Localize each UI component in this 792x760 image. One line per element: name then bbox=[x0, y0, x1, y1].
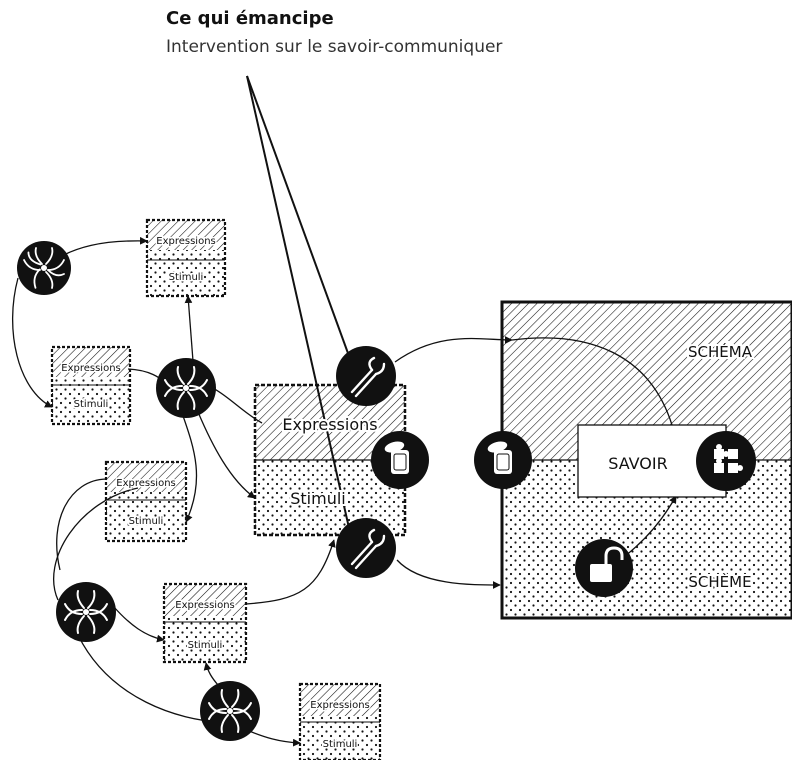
box-expressions-label: Expressions bbox=[156, 236, 216, 247]
box-expressions-label: Expressions bbox=[61, 363, 121, 374]
central-expressions-label: Expressions bbox=[282, 415, 377, 434]
central-box: Expressions Stimuli bbox=[253, 383, 407, 537]
box-stimuli-label: Stimuli bbox=[323, 739, 358, 750]
swirl-icon bbox=[156, 358, 216, 418]
box-expressions-label: Expressions bbox=[175, 600, 235, 611]
savoir-label: SAVOIR bbox=[608, 454, 667, 473]
swirl-icon bbox=[17, 241, 71, 295]
small-box-2: Expressions Stimuli bbox=[50, 345, 132, 426]
box-expressions-label: Expressions bbox=[116, 478, 176, 489]
can-icon bbox=[371, 431, 429, 489]
savoir-box: SAVOIR bbox=[577, 424, 727, 498]
diagram-title: Ce qui émancipe bbox=[166, 8, 334, 29]
small-box-1: Expressions Stimuli bbox=[145, 218, 227, 298]
scheme-label: SCHÈME bbox=[688, 572, 751, 591]
open-padlock-icon bbox=[575, 539, 633, 597]
puzzle-icon bbox=[696, 431, 756, 491]
pliers-icon bbox=[336, 346, 396, 406]
small-box-4: Expressions Stimuli bbox=[162, 582, 248, 664]
small-box-3: Expressions Stimuli bbox=[104, 460, 188, 543]
box-expressions-label: Expressions bbox=[310, 700, 370, 711]
central-stimuli-label: Stimuli bbox=[290, 489, 346, 508]
swirl-icon bbox=[200, 681, 260, 741]
box-stimuli-label: Stimuli bbox=[74, 399, 109, 410]
schema-label: SCHÉMA bbox=[688, 342, 753, 361]
box-stimuli-label: Stimuli bbox=[169, 272, 204, 283]
swirl-icon bbox=[56, 582, 116, 642]
box-stimuli-label: Stimuli bbox=[188, 640, 223, 651]
diagram-subtitle: Intervention sur le savoir-communiquer bbox=[166, 37, 503, 57]
pliers-icon bbox=[336, 518, 396, 578]
small-box-5: Expressions Stimuli bbox=[298, 682, 382, 760]
box-stimuli-label: Stimuli bbox=[129, 516, 164, 527]
can-icon bbox=[474, 431, 532, 489]
connection-arrows bbox=[12, 236, 677, 747]
